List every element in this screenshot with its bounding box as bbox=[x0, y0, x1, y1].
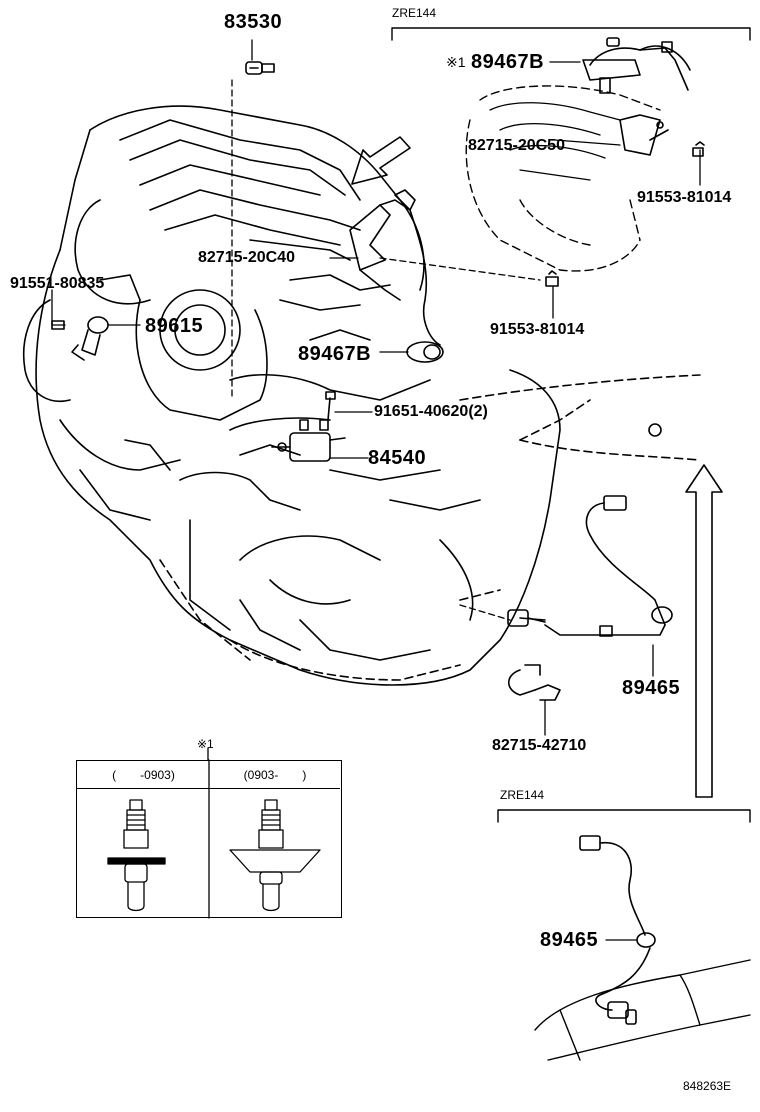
label-91651-40620: 91651-40620(2) bbox=[374, 403, 488, 420]
figure-code: 848263E bbox=[683, 1079, 732, 1093]
exhaust-manifold-top bbox=[465, 85, 661, 272]
leader-lines bbox=[51, 39, 701, 941]
part-91553-81014-bolt-b bbox=[545, 270, 559, 287]
label-zre144-bottom: ZRE144 bbox=[500, 788, 545, 802]
part-89615-sensor bbox=[71, 316, 109, 361]
label-82715-20C40: 82715-20C40 bbox=[198, 249, 295, 266]
part-82715-20C50-bracket bbox=[619, 114, 669, 156]
label-89615: 89615 bbox=[145, 315, 204, 337]
direction-arrow-up bbox=[685, 464, 723, 798]
inset-table: ( -0903) (0903- ) bbox=[76, 760, 342, 918]
label-84540: 84540 bbox=[368, 447, 427, 469]
part-82715-20C40-bracket bbox=[349, 199, 411, 301]
label-82715-42710: 82715-42710 bbox=[492, 737, 587, 754]
label-mark1: ※1 bbox=[446, 54, 466, 70]
engine-assembly-drawing bbox=[22, 105, 701, 686]
inset-sensor-variants bbox=[107, 759, 321, 919]
label-89467B-mid: 89467B bbox=[298, 343, 372, 365]
label-82715-20C50: 82715-20C50 bbox=[468, 137, 565, 154]
label-83530: 83530 bbox=[224, 11, 283, 33]
inset-marker: ※1 bbox=[197, 737, 214, 751]
label-91551-80835: 91551-80835 bbox=[10, 275, 105, 292]
inset-col-right: (0903- ) bbox=[210, 761, 340, 789]
part-82715-42710-clip bbox=[507, 664, 561, 701]
part-84540-sensor bbox=[271, 419, 346, 462]
part-89467B-lower-sensor bbox=[394, 189, 444, 363]
inset-col-left: ( -0903) bbox=[77, 761, 210, 789]
exhaust-pipe-bottom bbox=[534, 959, 751, 1061]
label-91553-81014-a: 91553-81014 bbox=[637, 189, 732, 206]
part-83530-switch bbox=[245, 61, 275, 75]
part-91651-40620-bolts bbox=[325, 391, 336, 421]
label-89467B-top: 89467B bbox=[471, 51, 545, 73]
part-89465-sensor-bottom bbox=[579, 835, 656, 1025]
part-91553-81014-bolt-a bbox=[692, 141, 705, 157]
label-zre144-top: ZRE144 bbox=[392, 6, 437, 20]
direction-arrow-top bbox=[351, 136, 411, 185]
zre144-top-bracket bbox=[391, 27, 751, 41]
zre144-bottom-bracket bbox=[497, 809, 751, 823]
part-91551-80835-bolt bbox=[51, 320, 65, 330]
exhaust-manifold-top-solid bbox=[489, 102, 621, 181]
part-89465-sensor-mid bbox=[507, 495, 673, 637]
label-89465-bottom: 89465 bbox=[540, 929, 599, 951]
part-89467B-upper-sensor bbox=[582, 37, 691, 94]
label-89465-mid: 89465 bbox=[622, 677, 681, 699]
label-91553-81014-b: 91553-81014 bbox=[490, 321, 585, 338]
